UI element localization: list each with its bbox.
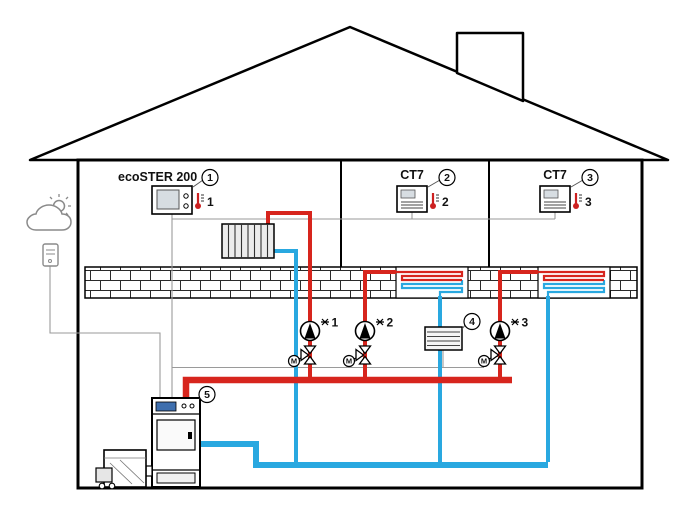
wheel <box>98 482 106 490</box>
thermostat-2: CT7 2 2 <box>396 168 456 213</box>
callout-leader <box>570 179 584 188</box>
boiler-door-handle <box>188 432 192 439</box>
circuit-2-tag: 2 <box>376 316 394 330</box>
signal-wires <box>49 212 556 398</box>
hot-water-pipes <box>182 211 606 400</box>
room-panel: ecoSTER 200 1 1 <box>118 168 219 215</box>
thermometer-icon <box>573 193 582 209</box>
boiler-display <box>155 401 177 412</box>
valve-motor <box>342 354 356 368</box>
cloud-icon <box>26 204 72 231</box>
radiator-return-pipe <box>274 249 298 467</box>
house-outline <box>28 25 670 490</box>
valve-motor <box>477 354 491 368</box>
mixer-fan-icon <box>321 318 329 326</box>
feeder-motor <box>95 467 113 483</box>
pump-rotor-icon <box>494 323 506 339</box>
callout-number: 2 <box>444 172 450 184</box>
valve-motor-label: M <box>481 357 487 366</box>
radiator <box>221 223 275 259</box>
thermometer-icon <box>195 193 204 209</box>
sensor-number: 2 <box>442 195 449 209</box>
callout-circle <box>438 168 456 187</box>
circuit3-supply-pipe <box>498 270 538 382</box>
boiler-callout: 5 <box>198 385 216 404</box>
mixing-valve-3 <box>477 345 507 368</box>
thermostat-label: CT7 <box>543 168 567 182</box>
weather-sensor-wire <box>49 266 161 398</box>
cold-water-pipes <box>200 249 606 468</box>
mixing-valve-2 <box>342 345 372 368</box>
room-panel-button <box>183 203 189 209</box>
valve-motor-label: M <box>346 357 352 366</box>
chimney <box>455 31 525 103</box>
circuit-number: 1 <box>332 316 339 330</box>
pump-1 <box>299 320 321 342</box>
outdoor-sensor-led <box>48 259 52 263</box>
coil-left-cold-serpentine <box>400 280 464 296</box>
thermostat-3: CT7 3 3 <box>539 168 599 213</box>
mixing-valve-1 <box>287 345 317 368</box>
roof <box>28 25 670 162</box>
circuit-number: 2 <box>387 316 394 330</box>
callout-number: 3 <box>587 172 593 184</box>
valve-motor-label: M <box>291 357 297 366</box>
callout-number: 1 <box>207 172 213 184</box>
mixer-fan-icon <box>511 318 519 326</box>
circuit2-supply-pipe <box>363 270 396 382</box>
callout-leader <box>192 179 204 188</box>
callout-circle <box>581 168 599 187</box>
wheel <box>108 482 116 490</box>
boiler-knob <box>189 403 195 409</box>
callout-number: 5 <box>204 389 210 401</box>
circuit-1-tag: 1 <box>321 316 339 330</box>
valve-motor <box>287 354 301 368</box>
thermostat-display <box>400 189 416 199</box>
pump-3 <box>489 320 511 342</box>
circuit1-supply-pipe <box>266 211 312 382</box>
heat-exchanger-callout: 4 <box>461 312 481 331</box>
room-panel-screen <box>156 189 180 210</box>
fuel-feeder <box>95 449 153 490</box>
callout-number: 4 <box>469 316 475 328</box>
pump-rotor-icon <box>359 323 371 339</box>
feeder-duct <box>145 465 153 477</box>
room-dividers <box>340 161 490 267</box>
thermostat-label: CT7 <box>400 168 424 182</box>
hot-main-pipe <box>182 376 512 400</box>
pump-rotor-icon <box>304 323 316 339</box>
heat-exchanger <box>424 326 463 351</box>
pump-2 <box>354 320 376 342</box>
circuit-number: 3 <box>522 316 529 330</box>
coil-right-cold-serpentine <box>542 280 606 296</box>
thermostat-display <box>543 189 559 199</box>
weather-station <box>26 194 72 267</box>
cold-main-pipe <box>200 441 548 468</box>
coil-left-hot-serpentine <box>396 270 464 282</box>
boiler <box>151 397 201 488</box>
circuit-3-tag: 3 <box>511 316 529 330</box>
sensor-number: 1 <box>207 195 214 209</box>
boiler-knob <box>181 403 187 409</box>
room-panel-label: ecoSTER 200 <box>118 170 197 184</box>
sensor-number: 3 <box>585 195 592 209</box>
coil-right-hot-serpentine <box>538 270 606 282</box>
ash-drawer <box>156 472 196 484</box>
callout-circle <box>201 168 219 187</box>
callout-leader <box>427 179 441 188</box>
mixer-fan-icon <box>376 318 384 326</box>
room-panel-button <box>183 193 189 199</box>
callout-circle <box>198 385 216 404</box>
thermometer-icon <box>430 193 439 209</box>
callout-circle <box>463 312 481 331</box>
